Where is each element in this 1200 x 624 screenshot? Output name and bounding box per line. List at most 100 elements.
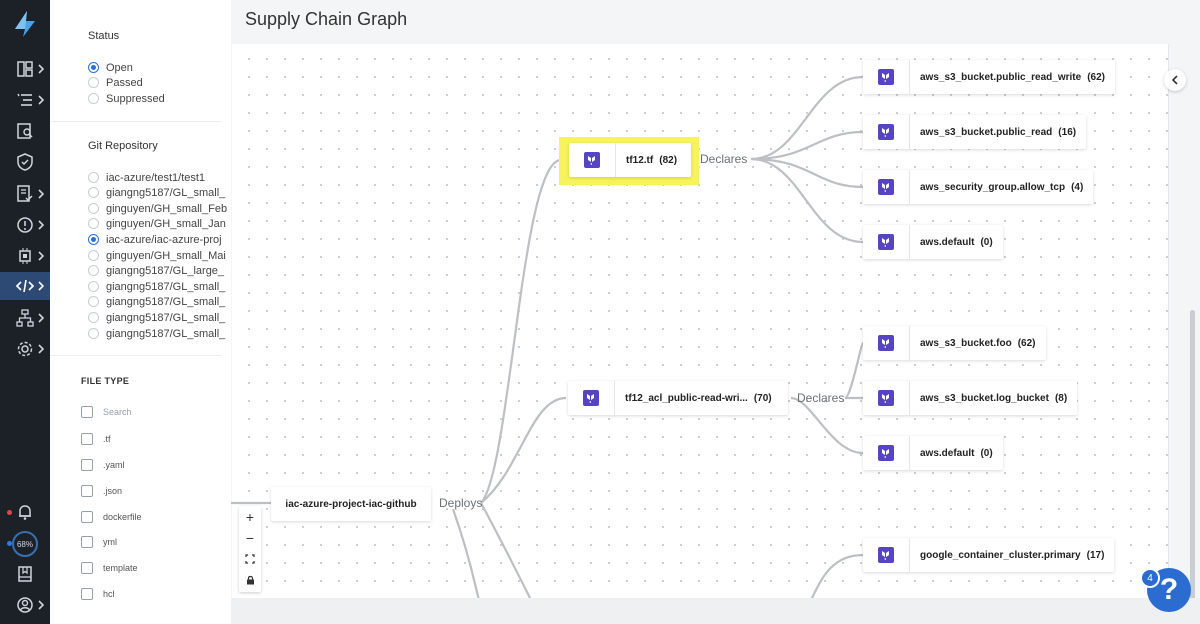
repo-option[interactable]: giangng5187/GL_large_ xyxy=(88,263,231,278)
resource-node[interactable]: aws_s3_bucket.foo (62) xyxy=(863,326,1046,360)
radio[interactable] xyxy=(88,328,99,339)
radio[interactable] xyxy=(88,93,99,104)
file-type-search[interactable]: Search xyxy=(81,405,132,419)
resource-node[interactable]: google_container_cluster.primary (17) xyxy=(863,538,1115,572)
edge-label-declares: Declares xyxy=(700,152,748,166)
progress-indicator[interactable]: 68% xyxy=(12,531,38,557)
separator xyxy=(614,381,615,415)
resource-node[interactable]: aws_security_group.allow_tcp (4) xyxy=(863,170,1094,204)
logo-icon[interactable] xyxy=(11,9,39,39)
file-type-option[interactable]: .json xyxy=(81,484,122,498)
nav-dashboard[interactable] xyxy=(0,55,50,83)
edge xyxy=(750,75,864,161)
repo-option[interactable]: iac-azure/iac-azure-proj xyxy=(88,232,231,247)
repo-option-label: giangng5187/GL_small_ xyxy=(106,311,226,324)
divider xyxy=(50,355,221,356)
file-type-label: hcl xyxy=(103,589,115,599)
chevron-right-icon xyxy=(38,189,45,199)
radio[interactable] xyxy=(88,172,99,183)
checkbox[interactable] xyxy=(81,511,93,523)
nav-settings[interactable] xyxy=(0,335,50,363)
radio[interactable] xyxy=(88,77,99,88)
checkbox[interactable] xyxy=(81,406,93,418)
nav-list[interactable] xyxy=(0,86,50,114)
checkbox[interactable] xyxy=(81,588,93,600)
repo-root-node[interactable]: iac-azure-project-iac-github xyxy=(271,487,431,521)
radio[interactable] xyxy=(88,265,99,276)
radio[interactable] xyxy=(88,250,99,261)
repo-option[interactable]: ginguyen/GH_small_Mai xyxy=(88,248,231,263)
help-button[interactable]: ? xyxy=(1147,568,1191,612)
repo-option[interactable]: ginguyen/GH_small_Feb xyxy=(88,201,231,216)
resource-label: aws_s3_bucket.public_read xyxy=(920,126,1053,138)
nav-inventory[interactable] xyxy=(0,117,50,145)
resource-node[interactable]: aws_s3_bucket.log_bucket (8) xyxy=(863,381,1078,415)
resource-label: aws.default xyxy=(920,236,975,248)
terraform-icon xyxy=(878,335,894,351)
repo-option-label: ginguyen/GH_small_Jan xyxy=(106,217,226,230)
nav-profile[interactable] xyxy=(0,591,50,619)
resource-node[interactable]: aws.default (0) xyxy=(863,436,1003,470)
zoom-in-button[interactable]: + xyxy=(245,508,255,525)
file-node-count: (82) xyxy=(659,154,678,166)
lock-icon xyxy=(246,575,254,584)
file-type-option[interactable]: hcl xyxy=(81,587,115,601)
status-option[interactable]: Passed xyxy=(88,75,231,90)
resource-label: aws_s3_bucket.log_bucket xyxy=(920,392,1049,404)
repo-option[interactable]: ginguyen/GH_small_Jan xyxy=(88,216,231,231)
file-type-option[interactable]: .yaml xyxy=(81,458,125,472)
radio[interactable] xyxy=(88,312,99,323)
repo-option[interactable]: giangng5187/GL_small_ xyxy=(88,326,231,341)
file-type-option[interactable]: dockerfile xyxy=(81,510,142,524)
repo-option-label: giangng5187/GL_small_ xyxy=(106,327,226,340)
radio[interactable] xyxy=(88,187,99,198)
lock-button[interactable] xyxy=(239,569,261,590)
repo-option[interactable]: giangng5187/GL_small_ xyxy=(88,310,231,325)
resource-node[interactable]: aws_s3_bucket.public_read_write (62) xyxy=(863,60,1115,94)
repo-option[interactable]: giangng5187/GL_small_ xyxy=(88,185,231,200)
checkbox[interactable] xyxy=(81,536,93,548)
repo-option[interactable]: giangng5187/GL_small_ xyxy=(88,294,231,309)
alert-circle-icon xyxy=(17,217,33,233)
file-type-option[interactable]: template xyxy=(81,561,138,575)
file-type-label: yml xyxy=(103,537,117,547)
left-nav: 68% xyxy=(0,0,50,624)
radio[interactable] xyxy=(88,218,99,229)
radio[interactable] xyxy=(88,281,99,292)
nav-docs[interactable] xyxy=(0,560,50,588)
collapse-panel-button[interactable] xyxy=(1164,69,1186,91)
nav-reports[interactable] xyxy=(0,180,50,208)
checkbox[interactable] xyxy=(81,485,93,497)
status-option-label: Open xyxy=(106,61,133,74)
radio-checked[interactable] xyxy=(88,234,99,245)
radio[interactable] xyxy=(88,296,99,307)
nav-network[interactable] xyxy=(0,304,50,332)
radio[interactable] xyxy=(88,203,99,214)
zoom-out-button[interactable]: − xyxy=(245,529,255,546)
checkbox[interactable] xyxy=(81,433,93,445)
file-node-tf12[interactable]: tf12.tf (82) xyxy=(569,143,691,177)
nav-notifications[interactable] xyxy=(0,498,50,526)
checkbox[interactable] xyxy=(81,562,93,574)
fit-view-button[interactable] xyxy=(239,548,261,569)
nav-code-security[interactable] xyxy=(0,272,50,300)
file-type-label: .json xyxy=(103,486,123,496)
scrollbar[interactable] xyxy=(1190,310,1195,600)
file-type-option[interactable]: .tf xyxy=(81,432,111,446)
fit-view-icon xyxy=(245,553,255,564)
file-node-tf12-acl[interactable]: tf12_acl_public-read-wri... (70) xyxy=(568,381,788,415)
status-option[interactable]: Suppressed xyxy=(88,91,231,106)
repo-option[interactable]: giangng5187/GL_small_ xyxy=(88,279,231,294)
status-option[interactable]: Open xyxy=(88,60,231,75)
nav-compute[interactable] xyxy=(0,242,50,270)
nav-alerts[interactable] xyxy=(0,211,50,239)
repo-option[interactable]: iac-azure/test1/test1 xyxy=(88,170,231,185)
checkbox[interactable] xyxy=(81,459,93,471)
terraform-icon xyxy=(583,390,599,406)
file-type-option[interactable]: yml xyxy=(81,535,117,549)
terraform-icon xyxy=(878,390,894,406)
radio-checked[interactable] xyxy=(88,62,99,73)
resource-node[interactable]: aws_s3_bucket.public_read (16) xyxy=(863,115,1087,149)
nav-compliance[interactable] xyxy=(0,148,50,176)
resource-node[interactable]: aws.default (0) xyxy=(863,225,1003,259)
